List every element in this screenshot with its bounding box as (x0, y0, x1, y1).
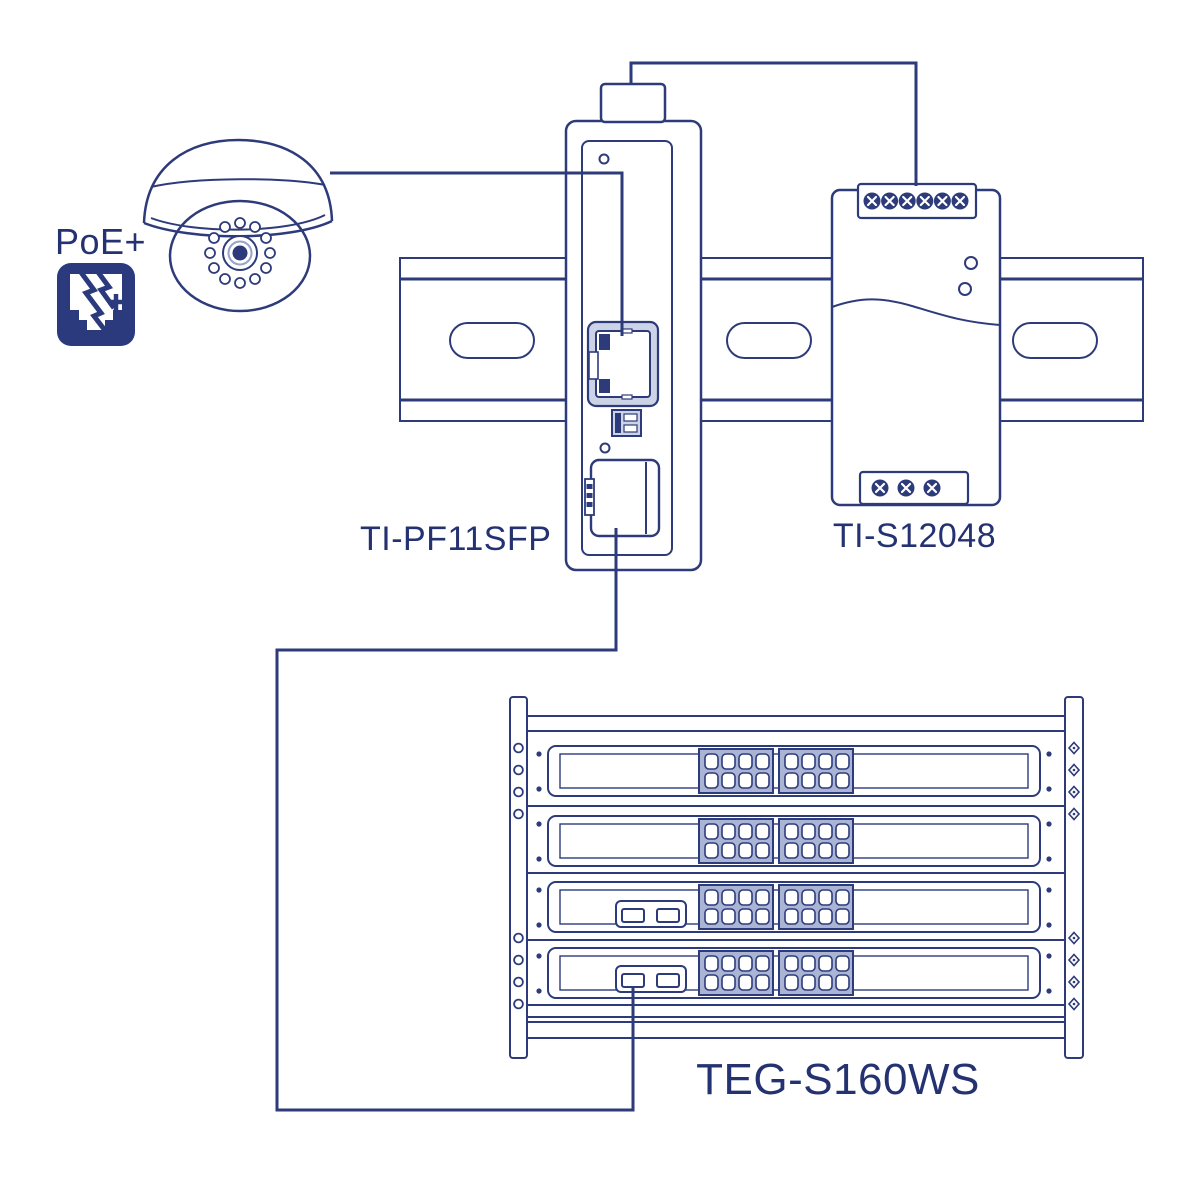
din-rail (399, 257, 1144, 422)
switch-rack (509, 696, 1084, 1059)
status-led (598, 153, 610, 165)
din-rail-slot (1012, 322, 1098, 359)
camera-ethernet-cable (330, 171, 624, 336)
din-rail-slot (726, 322, 812, 359)
power-supply-label: TI-S12048 (832, 517, 997, 555)
cables (275, 61, 918, 1112)
din-rail-slot (449, 322, 535, 359)
case-contour-line (831, 298, 1001, 326)
camera-ball (168, 199, 312, 313)
rack-rail-bottom (526, 1021, 1066, 1039)
media-converter-ti-pf11sfp (564, 82, 703, 572)
switch-rack-label: TEG-S160WS (696, 1055, 980, 1104)
input-terminal-block (856, 182, 978, 220)
rack-rail-bottom (526, 1004, 1066, 1018)
status-led (958, 282, 972, 296)
fiber-cable (275, 528, 635, 1112)
plus-sign (108, 294, 124, 310)
terminal-connector (599, 82, 667, 124)
rj45-poe-port (586, 320, 660, 408)
output-terminal-block (858, 470, 970, 506)
power-supply-ti-s12048 (830, 182, 1002, 507)
power-cable (629, 61, 918, 186)
sfp-slot (584, 458, 661, 538)
lightning-bolt (92, 266, 117, 310)
poe-label: PoE+ (55, 221, 147, 262)
ir-led-ring (204, 217, 276, 289)
power-led (964, 256, 978, 270)
camera-cap (142, 138, 334, 224)
dome-camera (142, 138, 334, 313)
poe-plus-icon (57, 263, 135, 346)
lightning-bolt (77, 269, 109, 335)
dip-connector (611, 409, 642, 437)
rack-rail-top (526, 715, 1066, 732)
media-converter-label: TI-PF11SFP (360, 520, 552, 558)
status-led (599, 442, 611, 454)
